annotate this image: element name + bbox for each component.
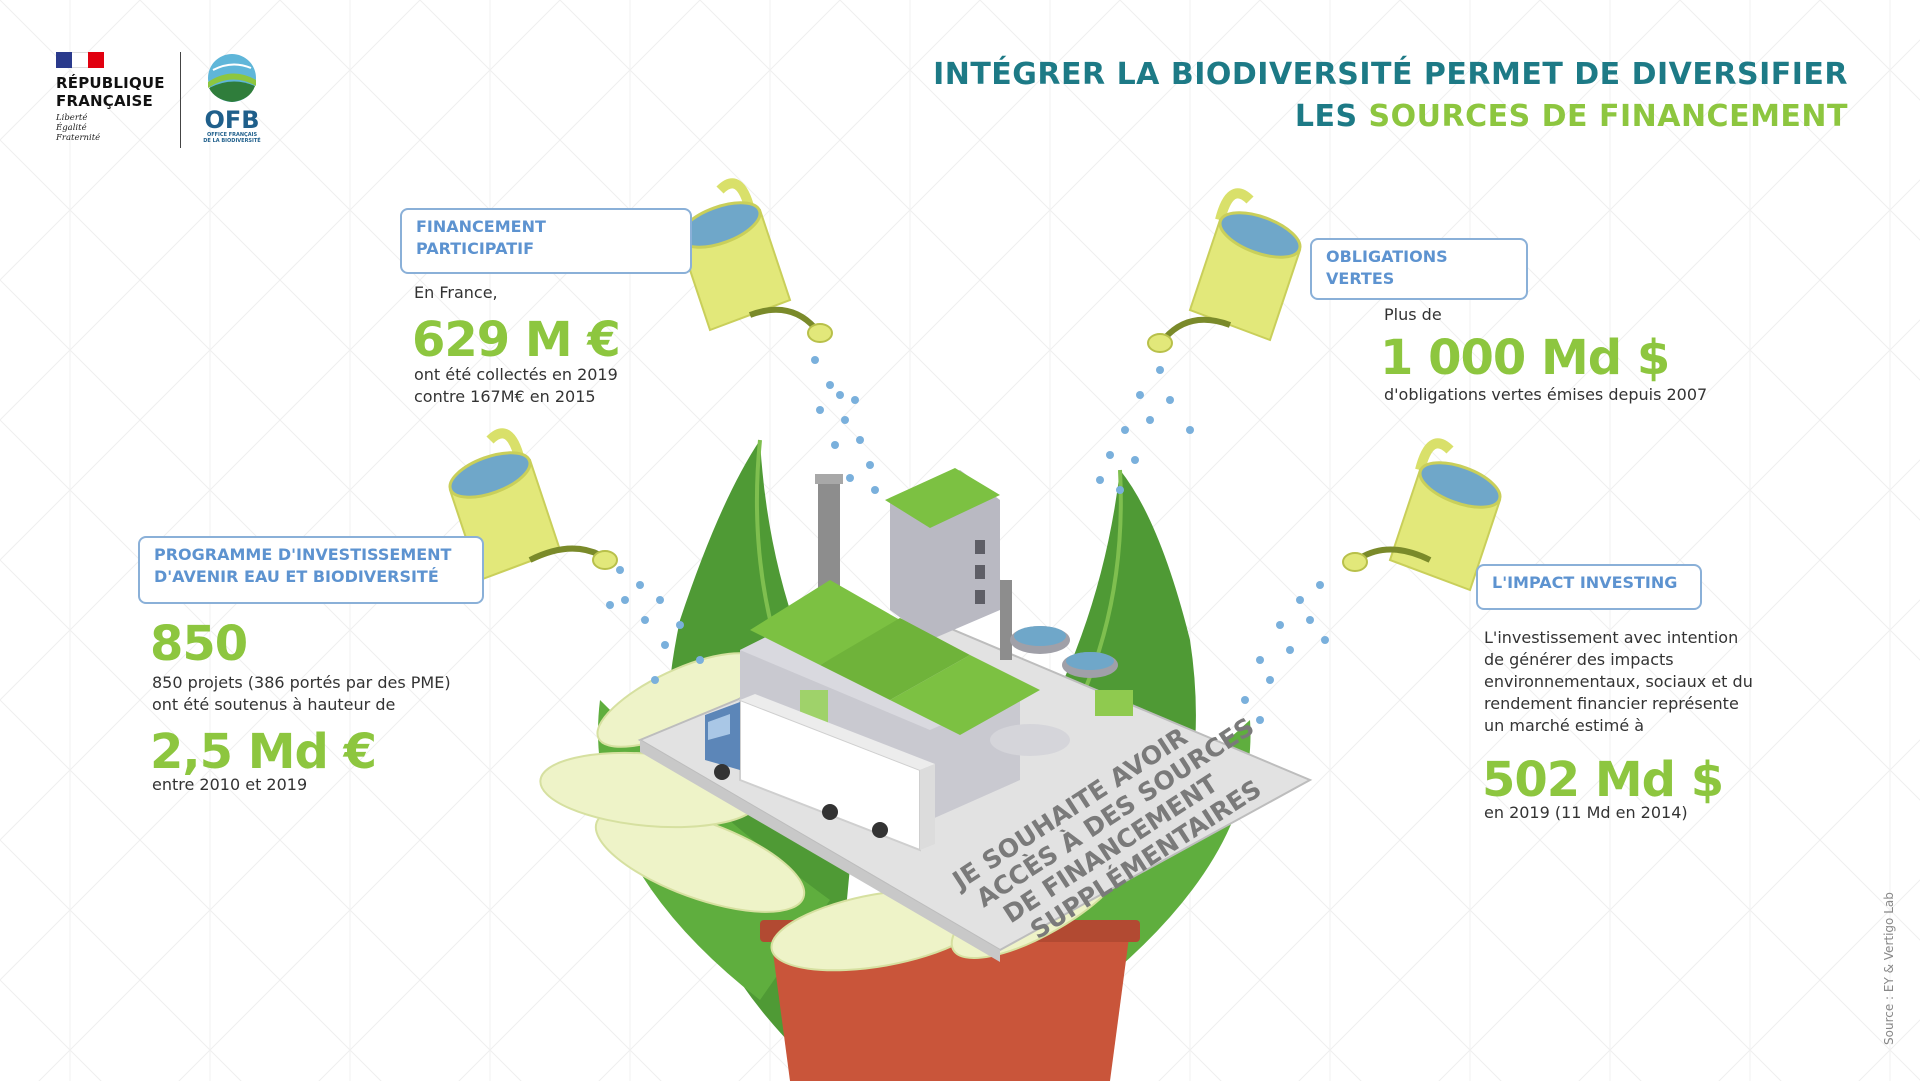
rf-motto: Liberté Égalité Fraternité — [56, 113, 101, 143]
programme-desc-3: entre 2010 et 2019 — [152, 775, 308, 794]
obligations-intro: Plus de — [1384, 305, 1442, 324]
programme-figure-1: 850 — [150, 616, 248, 672]
watering-can-icon — [1342, 438, 1502, 592]
page-title: INTÉGRER LA BIODIVERSITÉ PERMET DE DIVER… — [933, 54, 1848, 138]
marianne-flag-icon — [56, 52, 104, 68]
obligations-figure: 1 000 Md $ — [1380, 330, 1670, 386]
label-obligations-vertes: OBLIGATIONS VERTES — [1310, 238, 1528, 300]
obligations-desc: d'obligations vertes émises depuis 2007 — [1384, 385, 1708, 404]
title-line-1: INTÉGRER LA BIODIVERSITÉ PERMET DE DIVER… — [933, 57, 1848, 92]
truck-icon — [705, 694, 935, 852]
label-programme-investissement: PROGRAMME D'INVESTISSEMENT D'AVENIR EAU … — [138, 536, 484, 604]
label-financement-participatif: FINANCEMENT PARTICIPATIF — [400, 208, 692, 274]
participatif-desc: ont été collectés en 2019 contre 167M€ e… — [414, 365, 618, 406]
logo-separator — [180, 52, 181, 148]
impact-desc-6: en 2019 (11 Md en 2014) — [1484, 803, 1688, 822]
source-credit: Source : EY & Vertigo Lab — [1882, 892, 1896, 1045]
water-drop-icon — [606, 356, 1329, 724]
participatif-figure: 629 M € — [412, 312, 621, 368]
impact-desc: L'investissement avec intention de génér… — [1484, 628, 1753, 735]
ofb-globe-icon — [208, 54, 256, 102]
republique-francaise-logo: RÉPUBLIQUE FRANÇAISE Liberté Égalité Fra… — [56, 52, 176, 143]
impact-figure: 502 Md $ — [1482, 752, 1724, 808]
rf-name: RÉPUBLIQUE FRANÇAISE — [56, 74, 165, 110]
factory-icon — [740, 468, 1133, 820]
programme-desc-1: 850 projets (386 portés par des PME) ont… — [152, 673, 451, 714]
ofb-logo: OFB OFFICE FRANÇAIS DE LA BIODIVERSITÉ — [192, 52, 272, 144]
ofb-subtitle: OFFICE FRANÇAIS DE LA BIODIVERSITÉ — [203, 132, 261, 144]
watering-can-icon — [1147, 188, 1302, 353]
programme-figure-2: 2,5 Md € — [150, 724, 377, 780]
title-line-2: LES SOURCES DE FINANCEMENT — [933, 96, 1848, 138]
participatif-intro: En France, — [414, 283, 498, 302]
title-highlight: SOURCES DE FINANCEMENT — [1368, 99, 1848, 134]
watering-can-icon — [678, 178, 833, 343]
title-prefix: LES — [1294, 99, 1369, 134]
ofb-name: OFB — [204, 106, 260, 134]
label-impact-investing: L'IMPACT INVESTING — [1476, 564, 1702, 610]
